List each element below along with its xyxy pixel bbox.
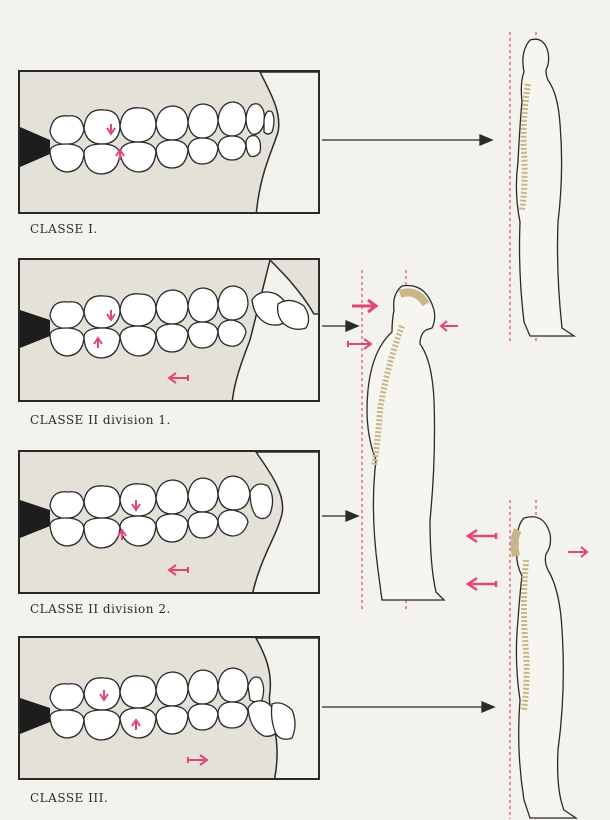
pink-arrows-class-3 (462, 526, 502, 606)
posture-figure-class-3 (496, 500, 596, 820)
posture-figure-class-2 (340, 270, 460, 610)
posture-figure-class-1 (500, 32, 580, 342)
